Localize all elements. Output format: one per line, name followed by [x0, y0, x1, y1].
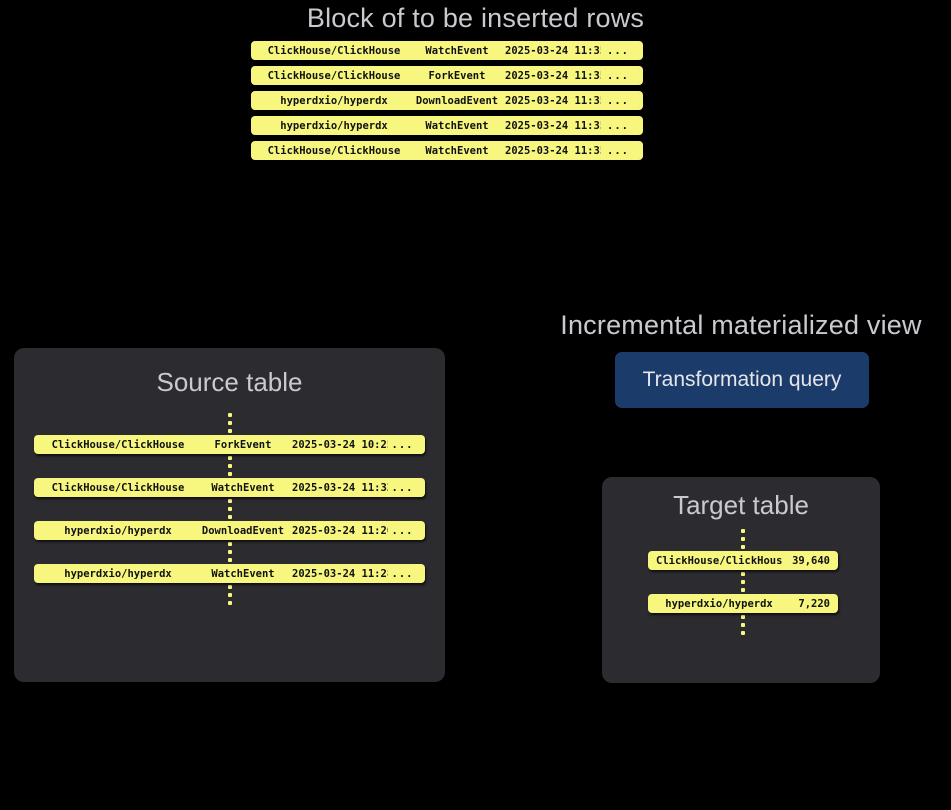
vertical-ellipsis-icon [648, 527, 838, 551]
row-count: 39,640 [792, 554, 830, 567]
vertical-ellipsis-icon [34, 497, 425, 521]
row-more: ... [607, 69, 629, 82]
table-row: hyperdxio/hyperdx DownloadEvent 2025-03-… [251, 91, 643, 110]
row-more: ... [607, 144, 629, 157]
row-repo: ClickHouse/ClickHouse [656, 554, 782, 567]
vertical-ellipsis-icon [34, 411, 425, 435]
table-row: hyperdxio/hyperdx 7,220 [648, 594, 838, 613]
block-of-rows-list: ClickHouse/ClickHouse WatchEvent 2025-03… [251, 41, 643, 166]
transformation-query-box[interactable]: Transformation query [615, 352, 869, 408]
row-more: ... [607, 119, 629, 132]
row-more: ... [607, 44, 629, 57]
row-repo: ClickHouse/ClickHouse [51, 438, 185, 451]
row-repo: ClickHouse/ClickHouse [51, 481, 185, 494]
row-event: WatchEvent [211, 481, 275, 494]
table-row: hyperdxio/hyperdx WatchEvent 2025-03-24 … [251, 116, 643, 135]
table-row: ClickHouse/ClickHouse ForkEvent 2025-03-… [251, 66, 643, 85]
incremental-materialized-view-heading: Incremental materialized view [560, 310, 922, 340]
row-repo: hyperdxio/hyperdx [64, 567, 172, 580]
table-row: ClickHouse/ClickHouse ForkEvent 2025-03-… [34, 435, 425, 454]
row-event: WatchEvent [425, 44, 489, 57]
row-event: DownloadEvent [415, 94, 499, 107]
row-event: DownloadEvent [201, 524, 285, 537]
table-row: hyperdxio/hyperdx DownloadEvent 2025-03-… [34, 521, 425, 540]
row-event: WatchEvent [425, 144, 489, 157]
block-of-rows-heading: Block of to be inserted rows [306, 3, 645, 33]
row-event: WatchEvent [211, 567, 275, 580]
row-timestamp: 2025-03-24 11:35:48 [505, 94, 601, 107]
row-event: ForkEvent [214, 438, 272, 451]
source-table-card: Source table ClickHouse/ClickHouse ForkE… [14, 348, 445, 682]
vertical-ellipsis-icon [648, 570, 838, 594]
row-repo: hyperdxio/hyperdx [64, 524, 172, 537]
row-timestamp: 2025-03-24 11:35:54 [505, 144, 601, 157]
row-timestamp: 2025-03-24 11:32:54 [292, 481, 388, 494]
row-event: ForkEvent [428, 69, 486, 82]
table-row: ClickHouse/ClickHouse WatchEvent 2025-03… [251, 141, 643, 160]
vertical-ellipsis-icon [648, 613, 838, 637]
row-more: ... [391, 438, 414, 451]
table-row: ClickHouse/ClickHouse 39,640 [648, 551, 838, 570]
row-timestamp: 2025-03-24 11:35:40 [505, 44, 601, 57]
vertical-ellipsis-icon [34, 583, 425, 607]
target-table-card: Target table ClickHouse/ClickHouse 39,64… [602, 477, 880, 683]
row-repo: ClickHouse/ClickHouse [267, 44, 401, 57]
vertical-ellipsis-icon [34, 454, 425, 478]
row-timestamp: 2025-03-24 10:25:00 [292, 438, 388, 451]
row-count: 7,220 [798, 597, 830, 610]
row-repo: ClickHouse/ClickHouse [267, 144, 401, 157]
vertical-ellipsis-icon [34, 540, 425, 564]
row-repo: ClickHouse/ClickHouse [267, 69, 401, 82]
row-more: ... [391, 524, 414, 537]
table-row: hyperdxio/hyperdx WatchEvent 2025-03-24 … [34, 564, 425, 583]
source-table-rows: ClickHouse/ClickHouse ForkEvent 2025-03-… [34, 411, 425, 607]
row-more: ... [607, 94, 629, 107]
row-event: WatchEvent [425, 119, 489, 132]
table-row: ClickHouse/ClickHouse WatchEvent 2025-03… [34, 478, 425, 497]
row-more: ... [391, 567, 414, 580]
row-repo: hyperdxio/hyperdx [280, 119, 388, 132]
target-table-rows: ClickHouse/ClickHouse 39,640 hyperdxio/h… [648, 527, 838, 637]
row-more: ... [391, 481, 414, 494]
row-timestamp: 2025-03-24 11:20:12 [292, 524, 388, 537]
table-row: ClickHouse/ClickHouse WatchEvent 2025-03… [251, 41, 643, 60]
row-timestamp: 2025-03-24 11:35:52 [505, 119, 601, 132]
source-table-title: Source table [156, 367, 303, 397]
row-timestamp: 2025-03-24 11:35:44 [505, 69, 601, 82]
row-timestamp: 2025-03-24 11:28:32 [292, 567, 388, 580]
row-repo: hyperdxio/hyperdx [665, 597, 773, 610]
row-repo: hyperdxio/hyperdx [280, 94, 388, 107]
target-table-title: Target table [673, 490, 809, 520]
